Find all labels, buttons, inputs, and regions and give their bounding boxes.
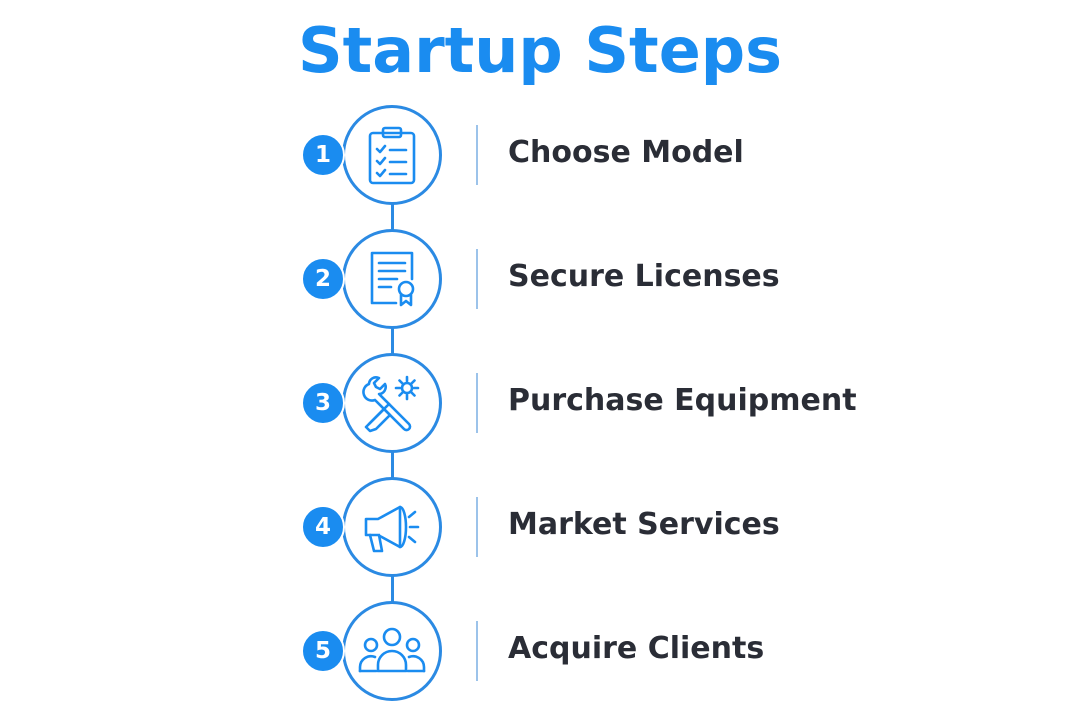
megaphone-icon [360,499,424,555]
step-divider [476,621,478,681]
step-icon-circle [342,601,442,701]
step-divider [476,373,478,433]
people-group-icon [358,625,426,677]
step-label: Choose Model [508,135,744,170]
step-label: Market Services [508,507,780,542]
step-number-badge: 5 [301,629,345,673]
step-icon-circle [342,353,442,453]
step-divider [476,249,478,309]
step-number-badge: 1 [301,133,345,177]
step-label: Secure Licenses [508,259,780,294]
page-title: Startup Steps [297,14,783,87]
step-label: Purchase Equipment [508,383,857,418]
step-number-badge: 3 [301,381,345,425]
clipboard-checklist-icon [366,125,418,185]
step-number-badge: 4 [301,505,345,549]
step-icon-circle [342,229,442,329]
certificate-icon [366,249,418,309]
step-divider [476,125,478,185]
step-icon-circle [342,477,442,577]
tools-gear-icon [361,372,423,434]
step-label: Acquire Clients [508,631,765,666]
step-icon-circle [342,105,442,205]
step-divider [476,497,478,557]
step-number-badge: 2 [301,257,345,301]
